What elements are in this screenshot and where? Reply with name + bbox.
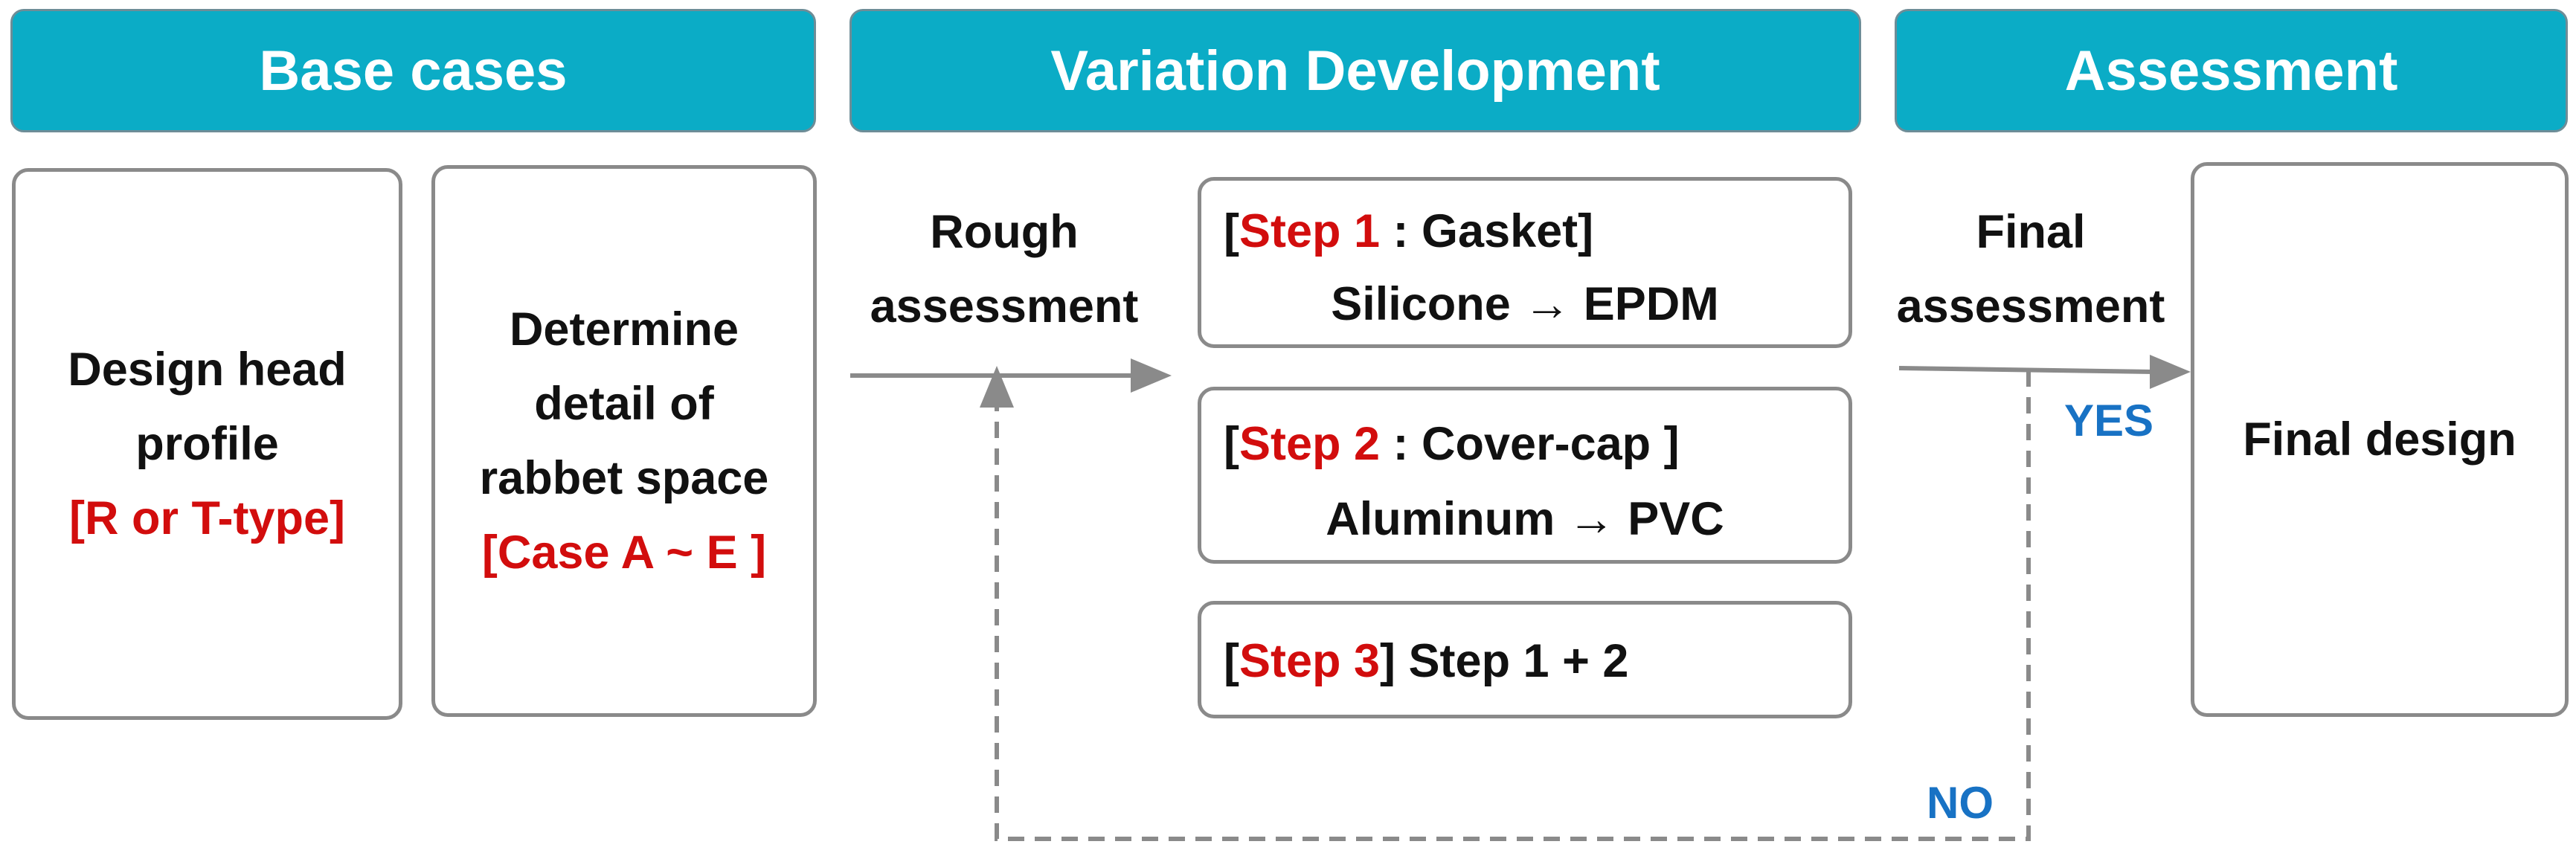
- no-feedback-loop: [995, 370, 2031, 841]
- step-2-open: [: [1224, 418, 1239, 470]
- step-3-title: [Step 3] Step 1 + 2: [1224, 625, 1628, 697]
- design-head-line1: Design head: [68, 344, 347, 396]
- no-label: NO: [1927, 778, 1994, 828]
- rough-line1: Rough: [930, 206, 1079, 258]
- header-variation-label: Variation Development: [1050, 39, 1660, 103]
- final-assessment-line1: Final: [1976, 206, 2086, 258]
- final-assessment-label: Final assessment: [1882, 195, 2180, 344]
- step-3-box: [Step 3] Step 1 + 2: [1198, 601, 1852, 718]
- rabbet-line3: rabbet space: [479, 452, 769, 504]
- header-variation-development: Variation Development: [849, 9, 1861, 132]
- final-design-box: Final design: [2191, 162, 2569, 717]
- final-design-label: Final design: [2243, 413, 2516, 466]
- step-2-title: [Step 2 : Cover-cap ]: [1224, 408, 1680, 480]
- header-assessment: Assessment: [1895, 9, 2568, 132]
- rough-assessment-arrowhead: [1131, 358, 1172, 393]
- step-3-open: [: [1224, 635, 1239, 687]
- rabbet-cases: [Case A ~ E ]: [481, 527, 767, 579]
- header-assessment-label: Assessment: [2064, 39, 2398, 103]
- step-2-box: [Step 2 : Cover-cap ] Aluminum → PVC: [1198, 387, 1852, 564]
- rabbet-space-box: Determine detail of rabbet space [Case A…: [431, 165, 817, 717]
- final-assessment-arrow-line: [1898, 366, 2154, 374]
- step-3-tag: Step 3: [1239, 635, 1381, 687]
- final-assessment-line2: assessment: [1896, 280, 2165, 332]
- design-head-line2: profile: [135, 418, 279, 470]
- step-1-rest: : Gasket]: [1380, 205, 1594, 257]
- design-head-type: [R or T-type]: [69, 492, 345, 544]
- step-2-rest: : Cover-cap ]: [1380, 418, 1680, 470]
- step-1-box: [Step 1 : Gasket] Silicone → EPDM: [1198, 177, 1852, 348]
- rough-line2: assessment: [870, 280, 1139, 332]
- header-base-cases-label: Base cases: [259, 39, 568, 103]
- step-1-detail: Silicone → EPDM: [1331, 278, 1719, 330]
- step-2-detail: Aluminum → PVC: [1326, 493, 1724, 545]
- step-2-tag: Step 2: [1239, 418, 1381, 470]
- step-1-tag: Step 1: [1239, 205, 1381, 257]
- rough-assessment-label: Rough assessment: [852, 195, 1157, 344]
- step-1-title: [Step 1 : Gasket]: [1224, 196, 1593, 267]
- design-head-profile-box: Design head profile [R or T-type]: [12, 168, 402, 720]
- rabbet-line1: Determine: [509, 303, 739, 355]
- rabbet-line2: detail of: [534, 378, 714, 430]
- step-1-open: [: [1224, 205, 1239, 257]
- final-assessment-arrowhead: [2150, 355, 2191, 389]
- step-3-rest: ] Step 1 + 2: [1380, 635, 1629, 687]
- header-base-cases: Base cases: [10, 9, 816, 132]
- feedback-arrowhead: [980, 366, 1014, 408]
- yes-label: YES: [2063, 396, 2154, 445]
